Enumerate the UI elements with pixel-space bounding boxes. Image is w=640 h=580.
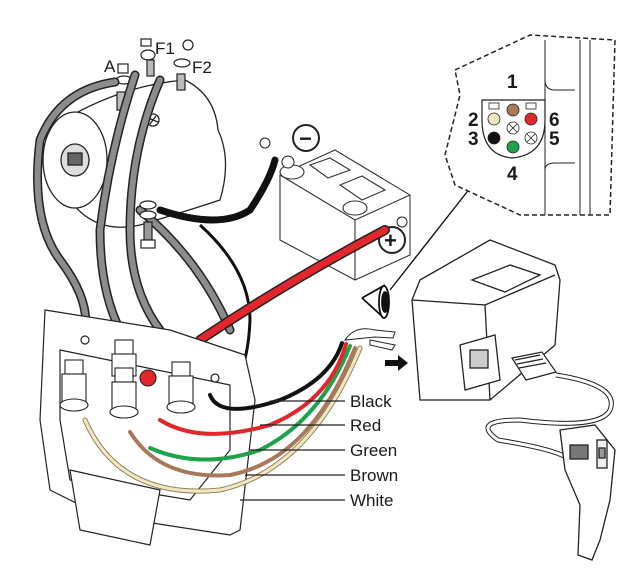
wire-label-black: Black: [350, 392, 392, 411]
plug-end: [343, 328, 396, 351]
wire-label-white: White: [350, 491, 393, 510]
pin-1: [506, 103, 520, 117]
pin-4: [506, 140, 520, 154]
pin-label-1: 1: [507, 72, 518, 93]
wire-brown: [128, 346, 357, 478]
battery-negative-cable: [156, 156, 279, 224]
remote-plug: [511, 351, 557, 381]
control-pack: [39, 309, 256, 546]
wire-label-green: Green: [350, 441, 397, 460]
pin-5: [524, 131, 538, 145]
solenoid-posts: [59, 339, 196, 419]
motor-cables: [33, 70, 235, 335]
socket-detail: 1 2 3 4 5 6: [444, 34, 616, 216]
negative-nut-icon: [259, 137, 271, 149]
remote-handset: [559, 424, 616, 561]
battery-positive-cable: [196, 226, 389, 344]
wire-leaders: [240, 400, 345, 501]
terminal-label-f2: F2: [192, 58, 212, 77]
terminal-label-a: A: [104, 57, 116, 76]
pin-3: [487, 131, 501, 145]
wire-label-red: Red: [350, 416, 381, 435]
negative-ring-terminal: [281, 155, 295, 169]
terminal-f1: [140, 38, 156, 77]
center-pin: [506, 121, 520, 135]
pin-label-3: 3: [468, 129, 479, 150]
insert-arrow-icon: [385, 355, 408, 371]
pin-label-4: 4: [507, 164, 518, 185]
wire-label-brown: Brown: [350, 466, 398, 485]
negative-symbol: −: [299, 126, 312, 151]
positive-nut-icon: [396, 216, 408, 228]
negative-symbol-icon: [292, 124, 320, 152]
pin-label-5: 5: [549, 129, 560, 150]
wire-black: [208, 341, 344, 411]
pin-label-6: 6: [549, 110, 560, 131]
pin-label-2: 2: [468, 110, 479, 131]
pin-6: [524, 112, 538, 126]
pin-2: [487, 112, 501, 126]
terminal-label-f1: F1: [155, 39, 175, 58]
battery: [279, 149, 411, 281]
ground-stud: [139, 200, 157, 249]
terminal-f2: [173, 39, 194, 91]
eye-icon: [361, 284, 390, 319]
